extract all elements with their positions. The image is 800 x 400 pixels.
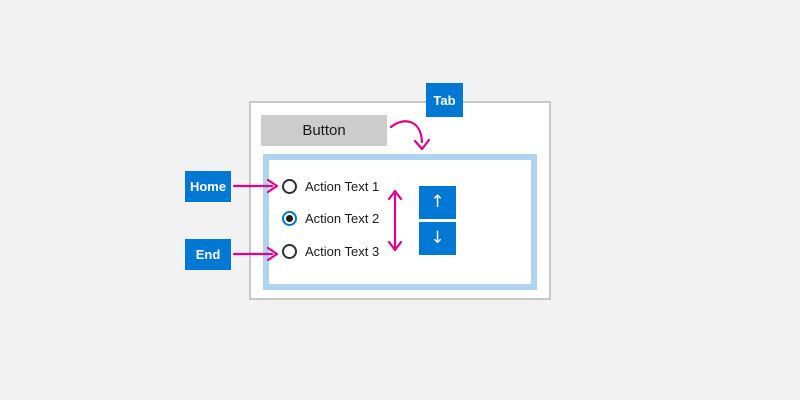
- radio-group-panel: [263, 154, 537, 290]
- tab-key-label: Tab: [426, 83, 463, 117]
- radio-option-3[interactable]: Action Text 3: [282, 243, 379, 260]
- button-control[interactable]: Button: [261, 115, 387, 146]
- radio-option-1[interactable]: Action Text 1: [282, 178, 379, 195]
- radio-button-icon[interactable]: [282, 244, 297, 259]
- down-arrow-key-button[interactable]: ↓: [419, 222, 456, 255]
- radio-button-icon[interactable]: [282, 179, 297, 194]
- radio-dot-icon: [286, 215, 293, 222]
- up-arrow-key-button[interactable]: ↑: [419, 186, 456, 219]
- home-key-label: Home: [185, 171, 231, 202]
- arrow-up-icon: ↑: [430, 192, 445, 212]
- radio-option-label: Action Text 1: [305, 179, 380, 194]
- end-key-label: End: [185, 239, 231, 270]
- arrow-down-icon: ↓: [430, 228, 445, 248]
- radio-option-label: Action Text 3: [305, 244, 380, 259]
- radio-option-2[interactable]: Action Text 2: [282, 210, 379, 227]
- radio-option-label: Action Text 2: [305, 211, 380, 226]
- radio-button-icon[interactable]: [282, 211, 297, 226]
